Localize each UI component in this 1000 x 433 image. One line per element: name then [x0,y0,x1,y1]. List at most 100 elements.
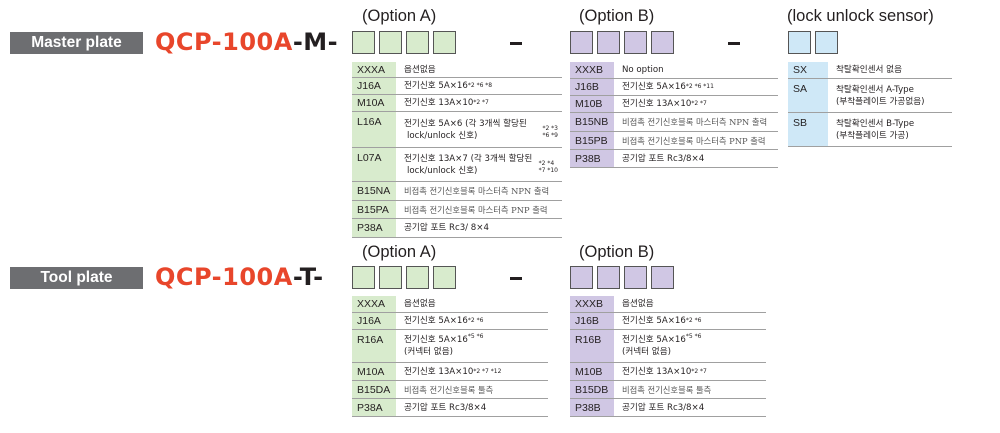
tool-option-b-slot-1 [570,266,593,289]
tool-plate-label: Tool plate [10,267,143,289]
master-sensor-table: SX 착탈확인센서 없음 SA 착탈확인센서 A-Type(부착플레이트 가공없… [788,62,952,147]
option-desc: No option [622,65,664,75]
option-code: XXXA [352,62,396,77]
option-desc: 전기신호 5A×16*2 *6 *11 [622,82,714,92]
master-model-suffix: -M- [292,28,339,56]
option-code: L16A [352,112,396,147]
tool-option-a-slot-2 [379,266,402,289]
option-code: M10A [352,95,396,111]
option-code: SB [788,113,828,146]
option-code: B15DB [570,381,614,398]
option-desc: 공기압 포트 Rc3/8×4 [622,402,705,413]
master-option-a-table: XXXA 옵션없음 J16A 전기신호 5A×16*2 *6 *8 M10A 전… [352,62,562,238]
option-desc: 옵션없음 [622,299,654,309]
table-row: J16B 전기신호 5A×16*2 *6 [570,313,766,330]
option-desc: 전기신호 5A×16*2 *6 *8 [404,81,493,91]
master-option-a-slot-2 [379,31,402,54]
table-row: B15NA 비접촉 전기신호블록 마스터측 NPN 출력 [352,182,562,201]
option-desc: 착탈확인센서 A-Type(부착플레이트 가공없음) [836,84,925,107]
tool-dash-1 [510,277,522,280]
option-desc: 전기신호 5A×16*5 *6(커넥터 없음) [404,333,484,357]
option-code: SX [788,62,828,78]
option-desc: 전기신호 13A×10*2 *7 [622,366,707,377]
table-row: B15DB 비접촉 전기신호블록 툴측 [570,381,766,399]
option-desc: 비접촉 전기신호블록 마스터측 NPN 출력 [622,117,768,127]
option-desc: 공기압 포트 Rc3/ 8×4 [404,223,489,233]
master-option-b-slot-3 [624,31,647,54]
master-sensor-slot-1 [788,31,811,54]
table-row: P38B 공기압 포트 Rc3/8×4 [570,399,766,417]
option-code: P38A [352,219,396,237]
master-option-b-slot-4 [651,31,674,54]
option-desc: 착탈확인센서 B-Type(부착플레이트 가공) [836,118,915,141]
option-code: M10A [352,363,396,380]
tool-option-a-slot-3 [406,266,429,289]
option-code: B15DA [352,381,396,398]
option-code: XXXA [352,296,396,312]
master-option-b-slot-1 [570,31,593,54]
option-desc: 비접촉 전기신호블록 마스터측 NPN 출력 [404,186,550,196]
option-code: P38B [570,399,614,416]
option-desc: 전기신호 13A×10*2 *7 [404,98,489,108]
table-row: B15NB 비접촉 전기신호블록 마스터측 NPN 출력 [570,113,778,132]
option-code: B15PA [352,201,396,218]
table-row: P38A 공기압 포트 Rc3/8×4 [352,399,548,417]
option-code: B15NB [570,113,614,131]
option-code: J16B [570,313,614,329]
tool-model-code: QCP-100A-T- [155,263,324,291]
table-row: B15DA 비접촉 전기신호블록 툴측 [352,381,548,399]
option-code: XXXB [570,296,614,312]
master-model-code: QCP-100A-M- [155,28,338,56]
table-row: B15PA 비접촉 전기신호블록 마스터측 PNP 출력 [352,201,562,219]
table-row: SA 착탈확인센서 A-Type(부착플레이트 가공없음) [788,79,952,113]
option-desc: 전기신호 5A×16*5 *6(커넥터 없음) [622,333,702,357]
option-desc: 전기신호 13A×10*2 *7 *12 [404,366,502,377]
option-code: B15PB [570,132,614,149]
option-code: B15NA [352,182,396,200]
tool-option-b-title: (Option B) [579,243,655,261]
option-desc: 전기신호 5A×16*2 *6 [404,316,484,326]
option-code: SA [788,79,828,112]
tool-option-b-slot-3 [624,266,647,289]
option-desc: 전기신호 13A×10*2 *7 [622,99,707,109]
option-code: R16B [570,330,614,362]
master-dash-2 [728,42,740,45]
table-row: B15PB 비접촉 전기신호블록 마스터측 PNP 출력 [570,132,778,150]
tool-option-b-table: XXXB 옵션없음 J16B 전기신호 5A×16*2 *6 R16B 전기신호… [570,296,766,417]
option-code: M10B [570,363,614,380]
option-desc: 옵션없음 [404,64,436,75]
master-option-b-table: XXXB No option J16B 전기신호 5A×16*2 *6 *11 … [570,62,778,168]
table-row: SX 착탈확인센서 없음 [788,62,952,79]
table-row: XXXB No option [570,62,778,79]
option-code: XXXB [570,62,614,78]
tool-option-b-slot-2 [597,266,620,289]
tool-option-a-title: (Option A) [362,243,437,261]
table-row: J16A 전기신호 5A×16*2 *6 [352,313,548,330]
table-row: R16B 전기신호 5A×16*5 *6(커넥터 없음) [570,330,766,363]
table-row: M10A 전기신호 13A×10*2 *7 *12 [352,363,548,381]
option-desc: 비접촉 전기신호블록 마스터측 PNP 출력 [622,135,766,146]
table-row: XXXA 옵션없음 [352,296,548,313]
table-row: P38B 공기압 포트 Rc3/8×4 [570,150,778,168]
option-desc: 옵션없음 [404,299,436,309]
table-row: XXXA 옵션없음 [352,62,562,78]
table-row: M10A 전기신호 13A×10*2 *7 [352,95,562,112]
option-code: L07A [352,148,396,181]
option-code: J16A [352,78,396,94]
master-option-a-title: (Option A) [362,7,437,25]
option-desc: 착탈확인센서 없음 [836,65,902,75]
master-sensor-title: (lock unlock sensor) [787,7,934,25]
option-desc: 공기압 포트 Rc3/8×4 [404,402,487,413]
master-dash-1 [510,42,522,45]
option-desc: 비접촉 전기신호블록 툴측 [404,384,494,395]
table-row: J16A 전기신호 5A×16*2 *6 *8 [352,78,562,95]
option-code: J16B [570,79,614,95]
table-row: J16B 전기신호 5A×16*2 *6 *11 [570,79,778,96]
master-model-base: QCP-100A [155,28,293,56]
option-desc: 비접촉 전기신호블록 툴측 [622,384,712,395]
option-desc: 비접촉 전기신호블록 마스터측 PNP 출력 [404,204,548,215]
table-row: M10B 전기신호 13A×10*2 *7 [570,363,766,381]
